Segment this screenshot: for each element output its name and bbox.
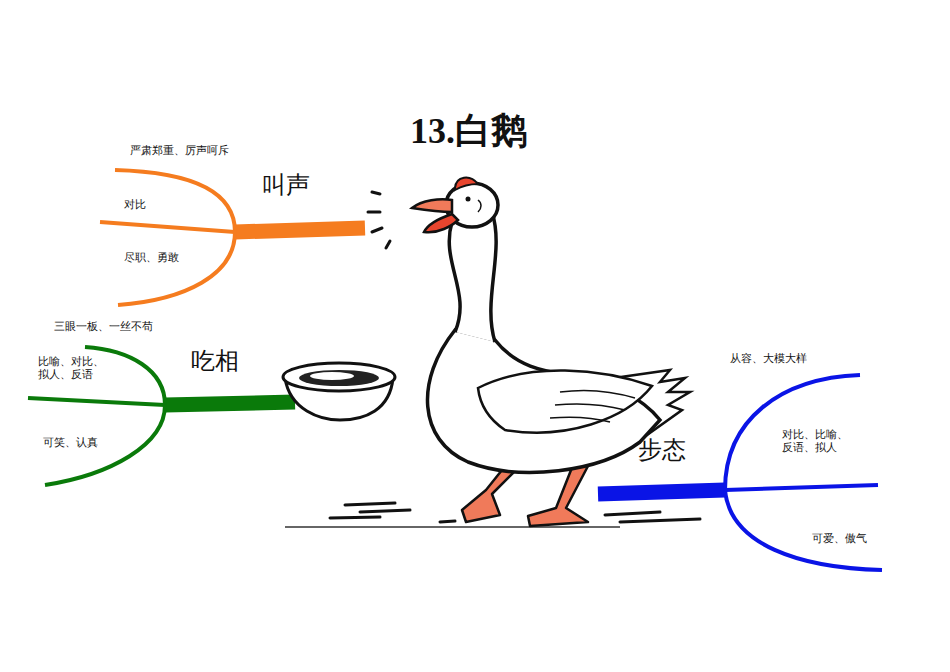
ground-line <box>285 526 620 528</box>
branch-orange <box>100 170 365 305</box>
branch-note: 三眼一板、一丝不苟 <box>52 320 155 333</box>
branch-note: 对比、比喻、反语、拟人 <box>780 428 852 454</box>
branch-title: 步态 <box>638 436 686 465</box>
bowl <box>283 363 395 420</box>
sound-marks <box>368 192 390 248</box>
branch-title: 吃相 <box>191 347 239 376</box>
branch-title: 叫声 <box>262 171 310 200</box>
branch-note: 从容、大模大样 <box>728 352 809 365</box>
page-title: 13.白鹅 <box>410 110 527 153</box>
branch-green <box>28 347 295 485</box>
branch-note: 严肃郑重、厉声呵斥 <box>128 144 231 157</box>
branch-note: 可笑、认真 <box>41 436 100 449</box>
ground-marks <box>330 503 700 522</box>
goose <box>412 178 690 526</box>
branch-note: 可爱、傲气 <box>810 532 869 545</box>
branch-note: 比喻、对比、拟人、反语 <box>36 355 108 381</box>
branch-note: 尽职、勇敢 <box>122 251 181 264</box>
branch-note: 对比 <box>122 198 148 211</box>
